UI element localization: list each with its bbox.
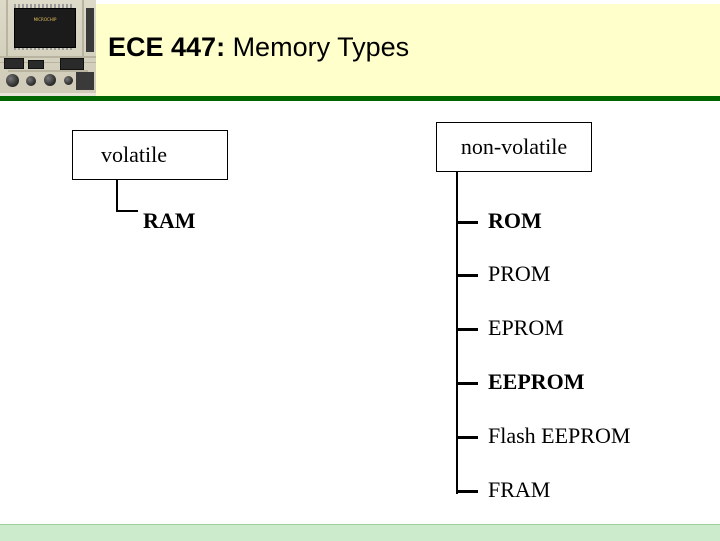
connector-nonvolatile-spine — [456, 172, 458, 494]
leaf-prom: PROM — [488, 261, 551, 286]
small-ic — [28, 60, 44, 69]
page-title-topic: Memory Types — [225, 32, 410, 62]
connector-tick — [456, 490, 478, 493]
node-non-volatile: non-volatile — [436, 122, 592, 172]
chip-label: MICROCHIP — [33, 17, 57, 22]
page-title-course: ECE 447: — [108, 32, 226, 62]
connector-tick — [456, 274, 478, 277]
leaf-flash-eeprom: Flash EEPROM — [488, 423, 631, 448]
small-ic — [60, 58, 84, 70]
header-band — [0, 4, 720, 96]
pcb-trace — [8, 70, 88, 72]
header-divider-shadow — [0, 101, 720, 104]
pcb-trace — [0, 62, 96, 63]
connector-strip — [86, 8, 94, 52]
connector-block — [76, 72, 94, 90]
connector-tick — [456, 221, 478, 224]
capacitor — [6, 74, 19, 87]
microchip-ic: MICROCHIP — [14, 8, 76, 48]
small-ic — [4, 58, 24, 69]
slide-body: volatile RAM non-volatile ROM PROM EPROM… — [0, 104, 720, 514]
connector-tick — [456, 382, 478, 385]
leaf-fram: FRAM — [488, 477, 551, 502]
capacitor — [26, 76, 36, 86]
leaf-eprom: EPROM — [488, 315, 564, 340]
circuit-board-image: MICROCHIP — [0, 0, 96, 99]
pcb-trace — [6, 0, 8, 56]
chip-pins-bottom — [14, 46, 74, 50]
node-volatile: volatile — [72, 130, 228, 180]
header-divider-rule — [0, 96, 720, 101]
connector-tick — [456, 436, 478, 439]
pcb-trace — [82, 0, 84, 56]
leaf-eeprom: EEPROM — [488, 369, 585, 394]
connector-horizontal — [116, 210, 138, 212]
capacitor — [44, 74, 56, 86]
leaf-rom: ROM — [488, 208, 542, 233]
pcb-trace — [0, 56, 96, 58]
page-title: ECE 447: Memory Types — [108, 30, 708, 64]
leaf-ram: RAM — [143, 208, 196, 233]
footer-band — [0, 524, 720, 541]
capacitor — [64, 76, 73, 85]
connector-vertical — [116, 180, 118, 212]
connector-volatile-to-ram — [116, 180, 140, 214]
connector-tick — [456, 328, 478, 331]
header-top-spacer — [0, 0, 720, 4]
chip-pins-top — [14, 4, 74, 8]
